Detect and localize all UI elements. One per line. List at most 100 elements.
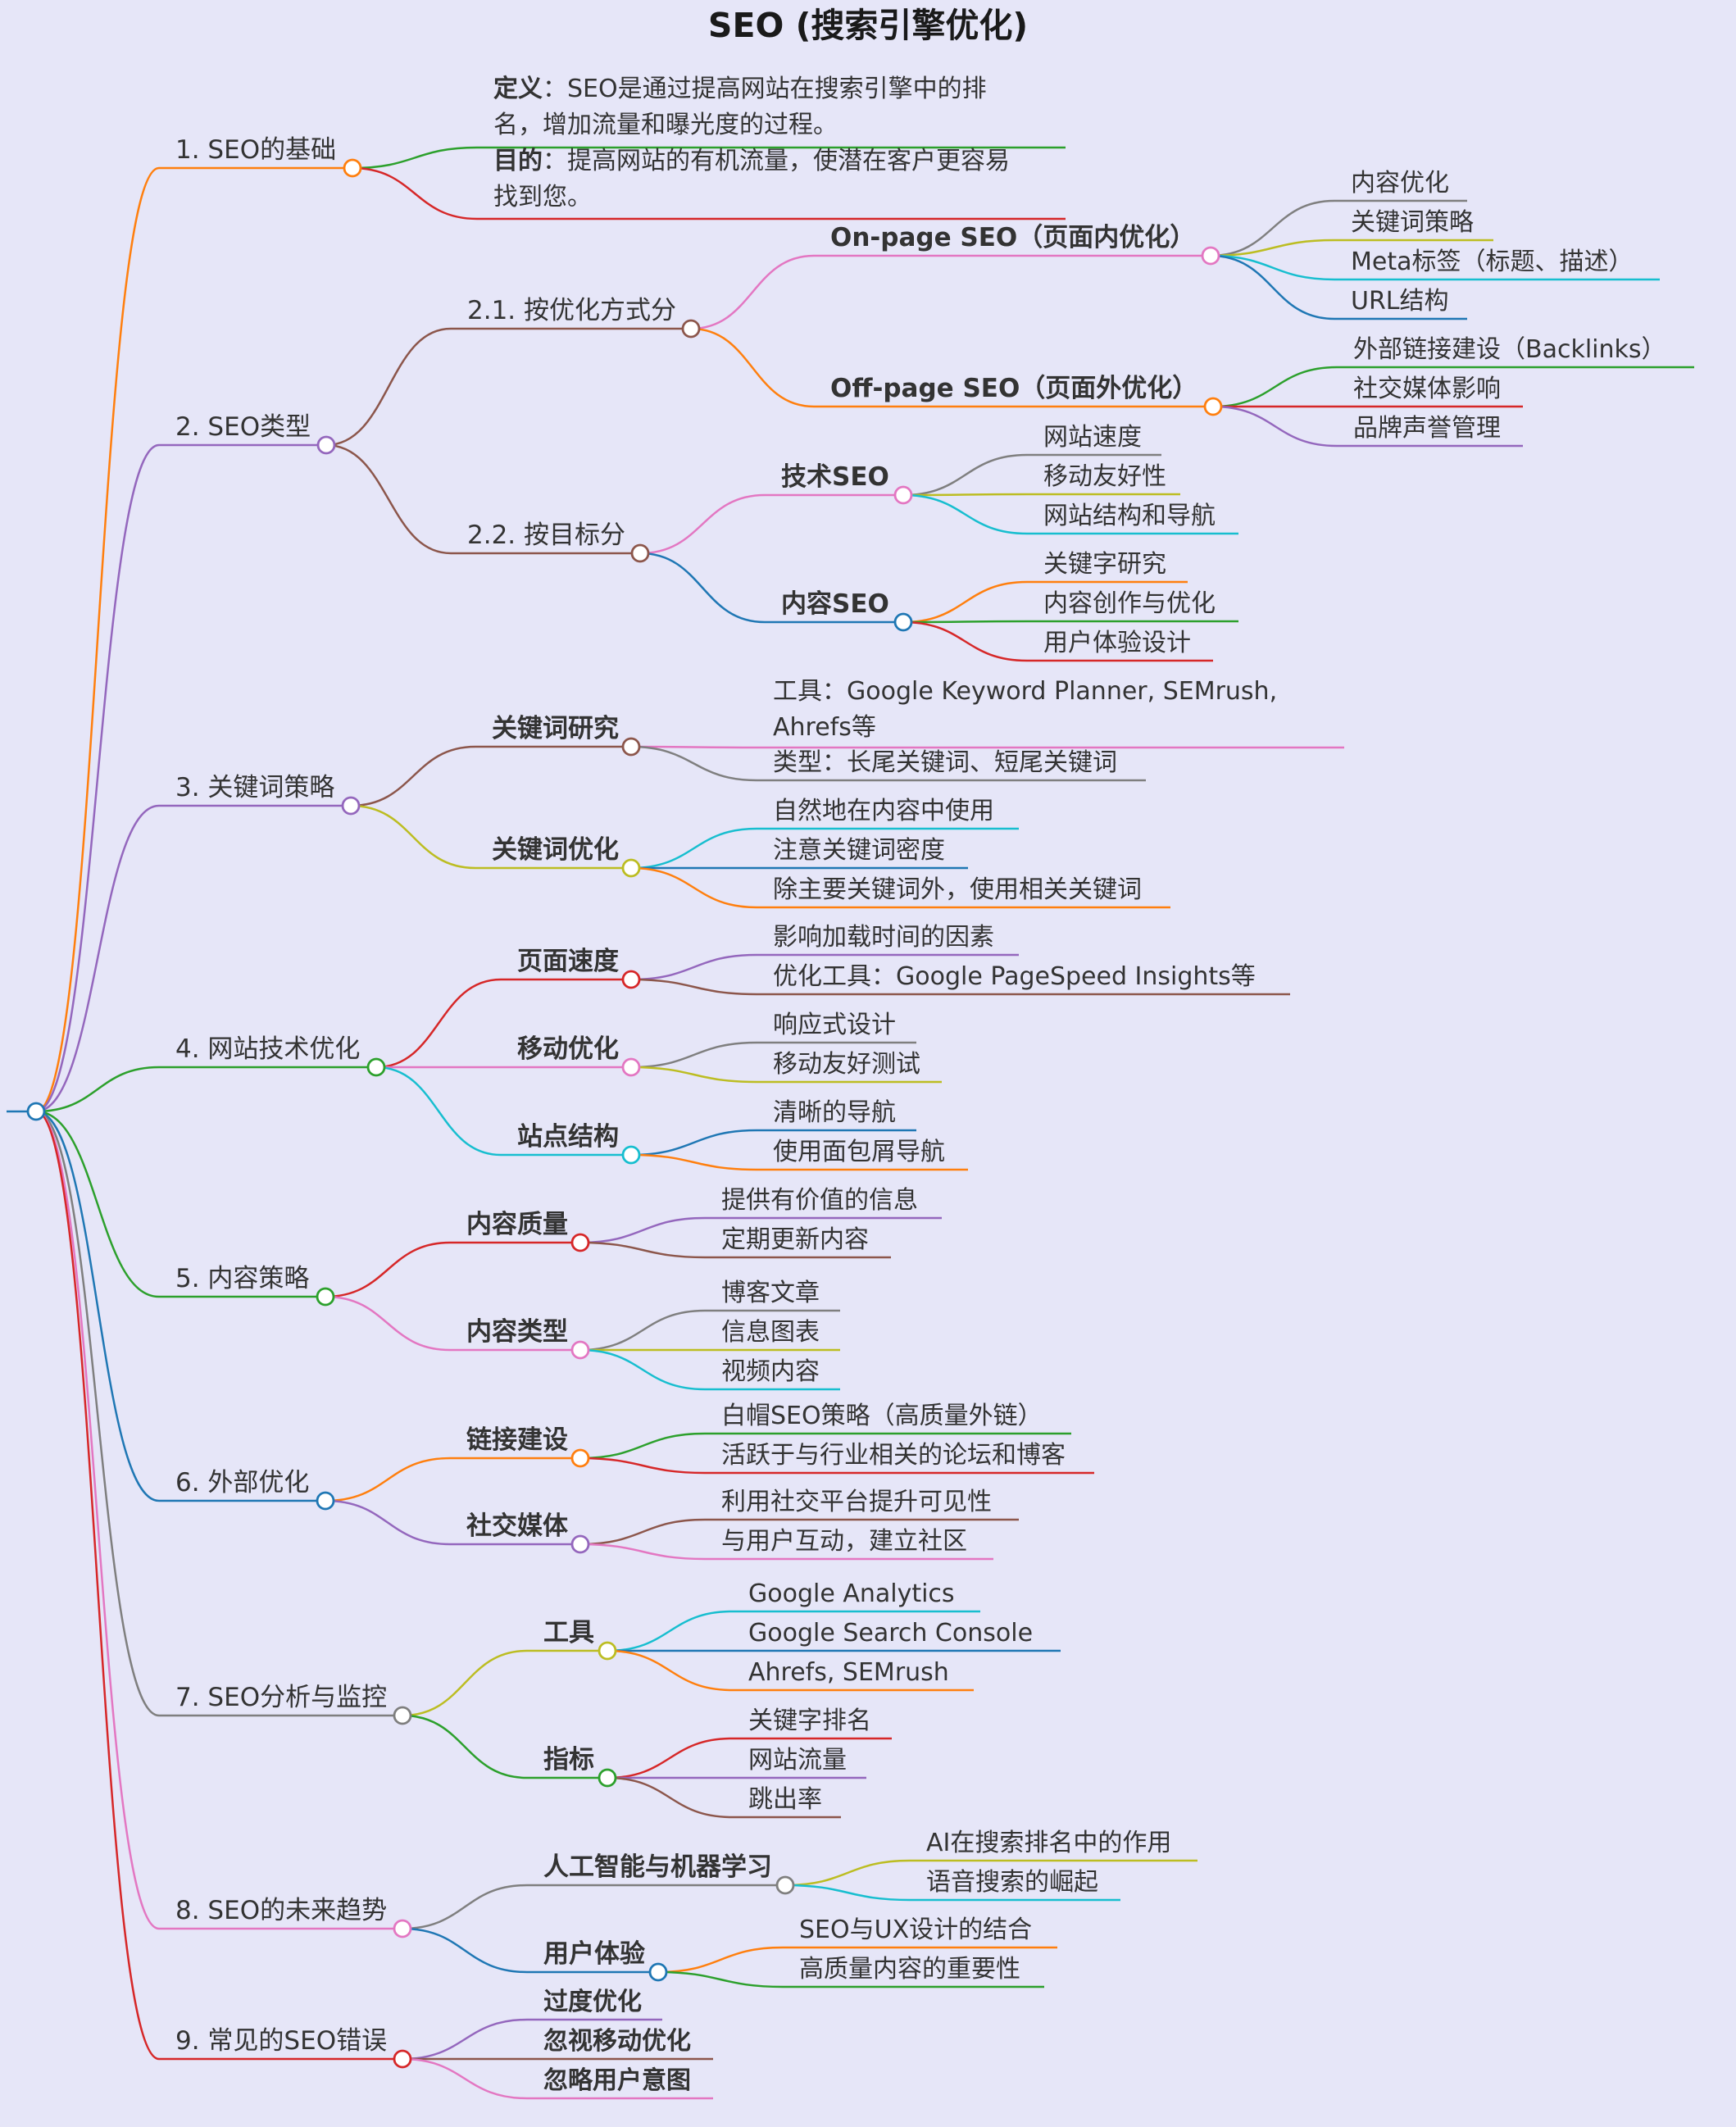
node-b4b-label: 移动优化 [517, 1034, 619, 1064]
branch-b9-edge [35, 1110, 160, 2061]
branch-b9-marker[interactable] [393, 2049, 412, 2069]
node-b7a-label-text: 工具 [543, 1618, 594, 1648]
node-b4ci1-label-text: 清晰的导航 [773, 1098, 896, 1127]
node-b8ai1-edge [784, 1859, 911, 1887]
node-b7a-marker[interactable] [598, 1641, 617, 1661]
node-b8a-marker[interactable] [775, 1875, 795, 1895]
node-b3a-edge [350, 745, 476, 807]
node-b2b1i2-label: 移动友好性 [1043, 462, 1166, 491]
branch-b4-edge [35, 1066, 160, 1113]
branch-b2-label-text: 2. SEO类型 [175, 412, 311, 442]
node-b2b1i3-edge [902, 493, 1028, 535]
node-b2a2-label-text: Off-page SEO（页面外优化） [830, 374, 1197, 403]
node-b8ai2-label-text: 语音搜索的崛起 [926, 1868, 1098, 1897]
node-b4ci2-edge [630, 1153, 757, 1171]
node-b2a1i4-edge [1210, 254, 1335, 320]
node-b6a-label: 链接建设 [466, 1425, 568, 1455]
node-b7bi1-edge [607, 1737, 733, 1779]
node-b2b1i2-label-text: 移动友好性 [1043, 462, 1166, 491]
node-b4ai2-label: 优化工具：Google PageSpeed Insights等 [773, 962, 1256, 991]
node-b6ai1-edge [579, 1432, 706, 1460]
branch-b1-label-text: 1. SEO的基础 [175, 135, 336, 165]
node-b6ai1-label: 白帽SEO策略（高质量外链） [721, 1402, 1043, 1430]
node-b2a1i2-label: 关键词策略 [1351, 208, 1474, 237]
node-b7ai3-edge [607, 1649, 733, 1692]
branch-b9-label: 9. 常见的SEO错误 [175, 2026, 387, 2056]
node-b2b2-label-text: 内容SEO [781, 589, 889, 619]
node-b2a2i1-edge [1212, 366, 1338, 408]
branch-b6-marker[interactable] [316, 1491, 335, 1511]
node-b2a2-marker[interactable] [1203, 397, 1223, 416]
node-b3b-marker[interactable] [621, 858, 641, 878]
node-b5ai1-edge [579, 1216, 706, 1244]
node-b5b-label: 内容类型 [466, 1317, 568, 1347]
node-b3bi1-label: 自然地在内容中使用 [773, 797, 994, 825]
branch-b2-marker[interactable] [316, 435, 336, 455]
node-b4a-label-text: 页面速度 [517, 947, 619, 976]
node-b8b-marker[interactable] [648, 1962, 668, 1982]
node-b4ai2-label-text: 优化工具：Google PageSpeed Insights等 [773, 962, 1256, 991]
branch-b7-label-text: 7. SEO分析与监控 [175, 1683, 387, 1712]
node-b5b-marker[interactable] [570, 1340, 590, 1360]
node-b2b1i2-edge [902, 493, 1028, 497]
branch-b1-marker[interactable] [343, 158, 362, 178]
root-marker[interactable] [26, 1102, 46, 1121]
node-b3bi3-edge [630, 866, 757, 909]
node-b5b-label-text: 内容类型 [466, 1317, 568, 1347]
node-b2b2-marker[interactable] [893, 612, 913, 632]
node-b2a2i2-label: 社交媒体影响 [1353, 375, 1501, 403]
node-b7ai1-label-text: Google Analytics [748, 1579, 955, 1608]
node-b6ai1-label-text: 白帽SEO策略（高质量外链） [721, 1402, 1043, 1430]
node-b2b2i2-label: 内容创作与优化 [1043, 589, 1216, 618]
node-b2b2i1-edge [902, 580, 1028, 624]
node-b2b1-label: 技术SEO [781, 462, 889, 492]
node-b2a1i1-edge [1210, 199, 1335, 257]
branch-b4-label: 4. 网站技术优化 [175, 1034, 360, 1064]
node-b9i1-edge [402, 2018, 528, 2061]
node-b8bi1-label: SEO与UX设计的结合 [799, 1916, 1032, 1944]
node-b2b-marker[interactable] [630, 543, 650, 563]
node-b4b-marker[interactable] [621, 1057, 641, 1077]
node-b2a1i3-label-text: Meta标签（标题、描述） [1351, 248, 1634, 276]
branch-b5-marker[interactable] [316, 1287, 335, 1307]
markers-layer [26, 158, 1223, 2069]
node-b2a-label-text: 2.1. 按优化方式分 [467, 296, 676, 325]
branch-b1-label: 1. SEO的基础 [175, 135, 336, 165]
node-b1c1-label-line2: 名，增加流量和曝光度的过程。 [493, 111, 838, 139]
node-b5a-marker[interactable] [570, 1233, 590, 1252]
node-b6a-marker[interactable] [570, 1448, 590, 1468]
node-b2b1i1-label-text: 网站速度 [1043, 423, 1142, 452]
node-b4a-marker[interactable] [621, 970, 641, 989]
node-b2a1-label-text: On-page SEO（页面内优化） [830, 223, 1195, 252]
node-b2a1-marker[interactable] [1201, 246, 1220, 266]
node-b3bi1-edge [630, 827, 757, 870]
node-b2a1-label: On-page SEO（页面内优化） [830, 223, 1195, 252]
node-b4ci1-edge [630, 1129, 757, 1157]
branch-b8-marker[interactable] [393, 1919, 412, 1938]
node-b2a1i2-label-text: 关键词策略 [1351, 208, 1474, 237]
branch-b7-marker[interactable] [393, 1706, 412, 1725]
node-b8ai2-label: 语音搜索的崛起 [926, 1868, 1098, 1897]
node-b3bi3-label: 除主要关键词外，使用相关关键词 [773, 875, 1142, 904]
node-b2b1i1-label: 网站速度 [1043, 423, 1142, 452]
branch-b8-label-text: 8. SEO的未来趋势 [175, 1896, 387, 1925]
underlines-layer [7, 146, 1694, 2100]
node-b2a-marker[interactable] [681, 319, 701, 339]
node-b7b-label-text: 指标 [543, 1745, 594, 1775]
node-b2b1-marker[interactable] [893, 485, 913, 505]
node-b3bi3-label-text: 除主要关键词外，使用相关关键词 [773, 875, 1142, 904]
node-b8a-edge [402, 1884, 528, 1930]
node-b6b-marker[interactable] [570, 1534, 590, 1554]
node-b4bi1-label: 响应式设计 [773, 1011, 896, 1039]
node-b4c-marker[interactable] [621, 1145, 641, 1165]
node-b6ai2-label: 活跃于与行业相关的论坛和博客 [721, 1441, 1066, 1470]
branch-b3-marker[interactable] [341, 796, 361, 816]
node-b2b2i1-label-text: 关键字研究 [1043, 550, 1166, 579]
node-b3a-marker[interactable] [621, 737, 641, 757]
node-b5ai2-edge [579, 1241, 706, 1259]
node-b7b-marker[interactable] [598, 1768, 617, 1788]
node-b3bi2-label-text: 注意关键词密度 [773, 836, 945, 865]
node-b6bi2-label: 与用户互动，建立社区 [721, 1527, 967, 1556]
branch-b4-marker[interactable] [366, 1057, 386, 1077]
node-b3ai1-label-text: 工具：Google Keyword Planner, SEMrush, [773, 677, 1277, 706]
